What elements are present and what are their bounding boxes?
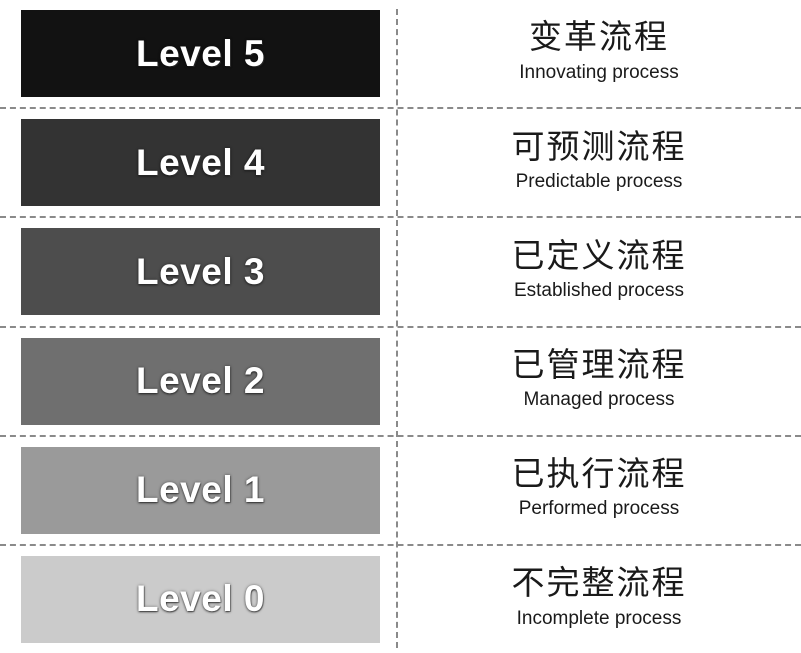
level-title-en: Performed process: [518, 498, 680, 520]
level-description-cell: 变革流程 Innovating process: [397, 0, 801, 107]
level-box-cell: Level 0: [0, 546, 397, 653]
level-title-zh: 已管理流程: [511, 346, 687, 383]
vertical-dashed-divider: [396, 9, 398, 648]
level-description-cell: 已管理流程 Managed process: [397, 328, 801, 435]
level-row-3: Level 3 已定义流程 Established process: [0, 218, 801, 328]
level-label: Level 4: [136, 141, 265, 183]
level-box: Level 4: [21, 119, 380, 207]
level-title-en: Predictable process: [515, 170, 683, 192]
level-box-cell: Level 1: [0, 437, 397, 544]
level-title-en: Innovating process: [519, 61, 679, 83]
level-box-cell: Level 3: [0, 218, 397, 325]
level-box: Level 3: [21, 228, 380, 316]
level-description-cell: 已执行流程 Performed process: [397, 437, 801, 544]
level-row-4: Level 4 可预测流程 Predictable process: [0, 109, 801, 219]
level-title-zh: 已执行流程: [511, 455, 687, 493]
level-box: Level 0: [21, 555, 380, 643]
level-row-1: Level 1 已执行流程 Performed process: [0, 437, 801, 546]
level-label: Level 5: [136, 32, 265, 74]
level-title-en: Established process: [513, 280, 685, 302]
level-title-zh: 不完整流程: [511, 564, 687, 602]
level-row-5: Level 5 变革流程 Innovating process: [0, 0, 801, 110]
level-title-zh: 可预测流程: [511, 127, 687, 165]
level-box-cell: Level 2: [0, 328, 397, 435]
level-label: Level 0: [136, 578, 265, 620]
level-row-0: Level 0 不完整流程 Incomplete process: [0, 546, 801, 653]
level-label: Level 1: [136, 469, 265, 511]
level-box: Level 1: [21, 446, 380, 534]
level-label: Level 3: [136, 250, 265, 292]
level-description-cell: 已定义流程 Established process: [397, 218, 801, 325]
level-box-cell: Level 5: [0, 0, 397, 107]
level-row-2: Level 2 已管理流程 Managed process: [0, 328, 801, 437]
level-title-en: Managed process: [523, 389, 675, 411]
level-box: Level 5: [21, 10, 380, 98]
level-description-cell: 可预测流程 Predictable process: [397, 109, 801, 216]
level-box-cell: Level 4: [0, 109, 397, 216]
level-title-en: Incomplete process: [516, 607, 682, 629]
level-description-cell: 不完整流程 Incomplete process: [397, 546, 801, 653]
level-title-zh: 已定义流程: [511, 236, 687, 274]
level-title-zh: 变革流程: [529, 18, 669, 56]
level-box: Level 2: [21, 337, 380, 425]
level-label: Level 2: [136, 360, 265, 402]
